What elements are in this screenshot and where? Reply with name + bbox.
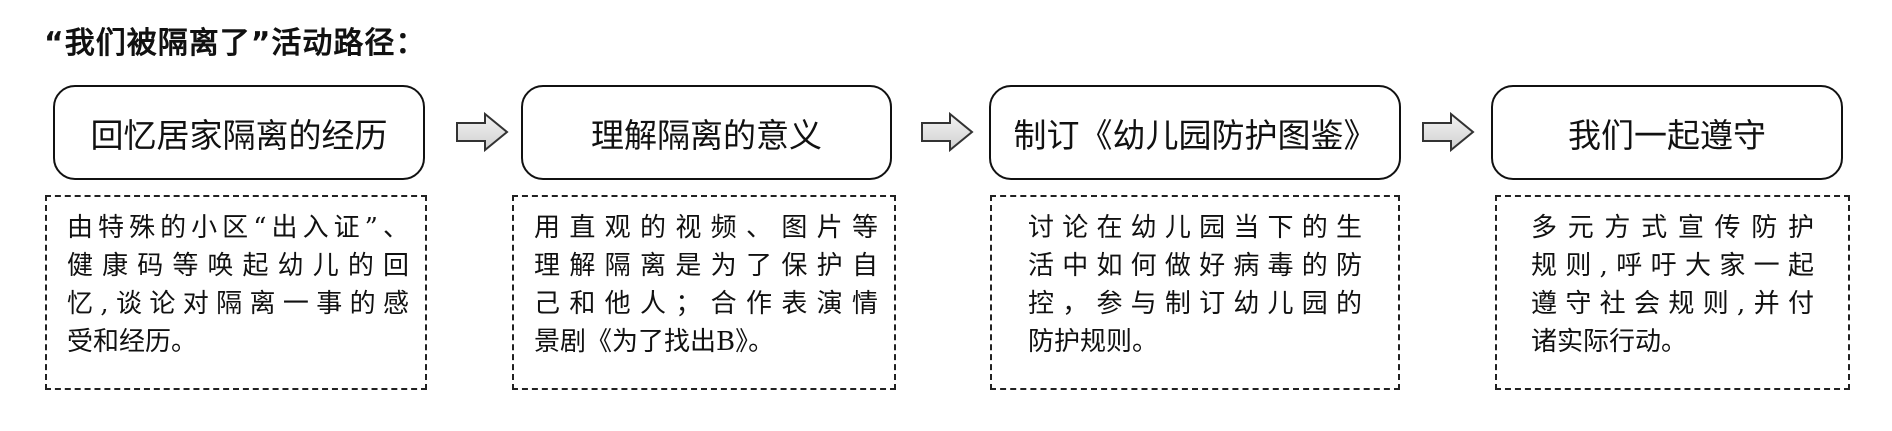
- step-box-1: 回忆居家隔离的经历: [53, 85, 425, 180]
- description-line: 用直观的视频、图片等: [534, 213, 878, 243]
- step-box-3: 制订《幼儿园防护图鉴》: [989, 85, 1401, 180]
- description-line: 诸实际行动。: [1531, 327, 1688, 357]
- step-label-4: 我们一起遵守: [1568, 115, 1766, 155]
- description-line: 景剧《为了找出B》。: [534, 327, 775, 357]
- description-line: 防护规则。: [1028, 327, 1159, 357]
- description-line: 遵守社会规则,并付: [1531, 289, 1814, 319]
- step-label-2: 理解隔离的意义: [591, 115, 822, 155]
- description-line: 讨论在幼儿园当下的生: [1028, 213, 1362, 243]
- description-line: 理解隔离是为了保护自: [534, 251, 878, 281]
- step-description-4: 多元方式宣传防护 规则,呼吁大家一起 遵守社会规则,并付 诸实际行动。: [1495, 195, 1850, 390]
- step-description-2: 用直观的视频、图片等 理解隔离是为了保护自 己和他人；合作表演情 景剧《为了找出…: [512, 195, 896, 390]
- step-label-1: 回忆居家隔离的经历: [90, 115, 388, 155]
- description-line: 受和经历。: [67, 327, 198, 357]
- diagram-title: “我们被隔离了”活动路径：: [44, 26, 427, 61]
- description-line: 控，参与制订幼儿园的: [1028, 289, 1362, 319]
- description-line: 健康码等唤起幼儿的回: [67, 251, 409, 281]
- description-line: 活中如何做好病毒的防: [1028, 251, 1362, 281]
- step-box-2: 理解隔离的意义: [521, 85, 892, 180]
- description-line: 规则,呼吁大家一起: [1531, 251, 1814, 281]
- step-box-4: 我们一起遵守: [1491, 85, 1843, 180]
- arrow-right-icon: [921, 112, 974, 152]
- arrow-right-icon: [1422, 112, 1475, 152]
- description-line: 由特殊的小区“出入证”、: [67, 213, 409, 243]
- description-line: 多元方式宣传防护: [1531, 213, 1814, 243]
- arrow-right-icon: [456, 112, 509, 152]
- description-line: 忆,谈论对隔离一事的感: [67, 289, 409, 319]
- step-label-3: 制订《幼儿园防护图鉴》: [1013, 115, 1377, 155]
- description-line: 己和他人；合作表演情: [534, 289, 878, 319]
- step-description-1: 由特殊的小区“出入证”、 健康码等唤起幼儿的回 忆,谈论对隔离一事的感 受和经历…: [45, 195, 427, 390]
- step-description-3: 讨论在幼儿园当下的生 活中如何做好病毒的防 控，参与制订幼儿园的 防护规则。: [990, 195, 1400, 390]
